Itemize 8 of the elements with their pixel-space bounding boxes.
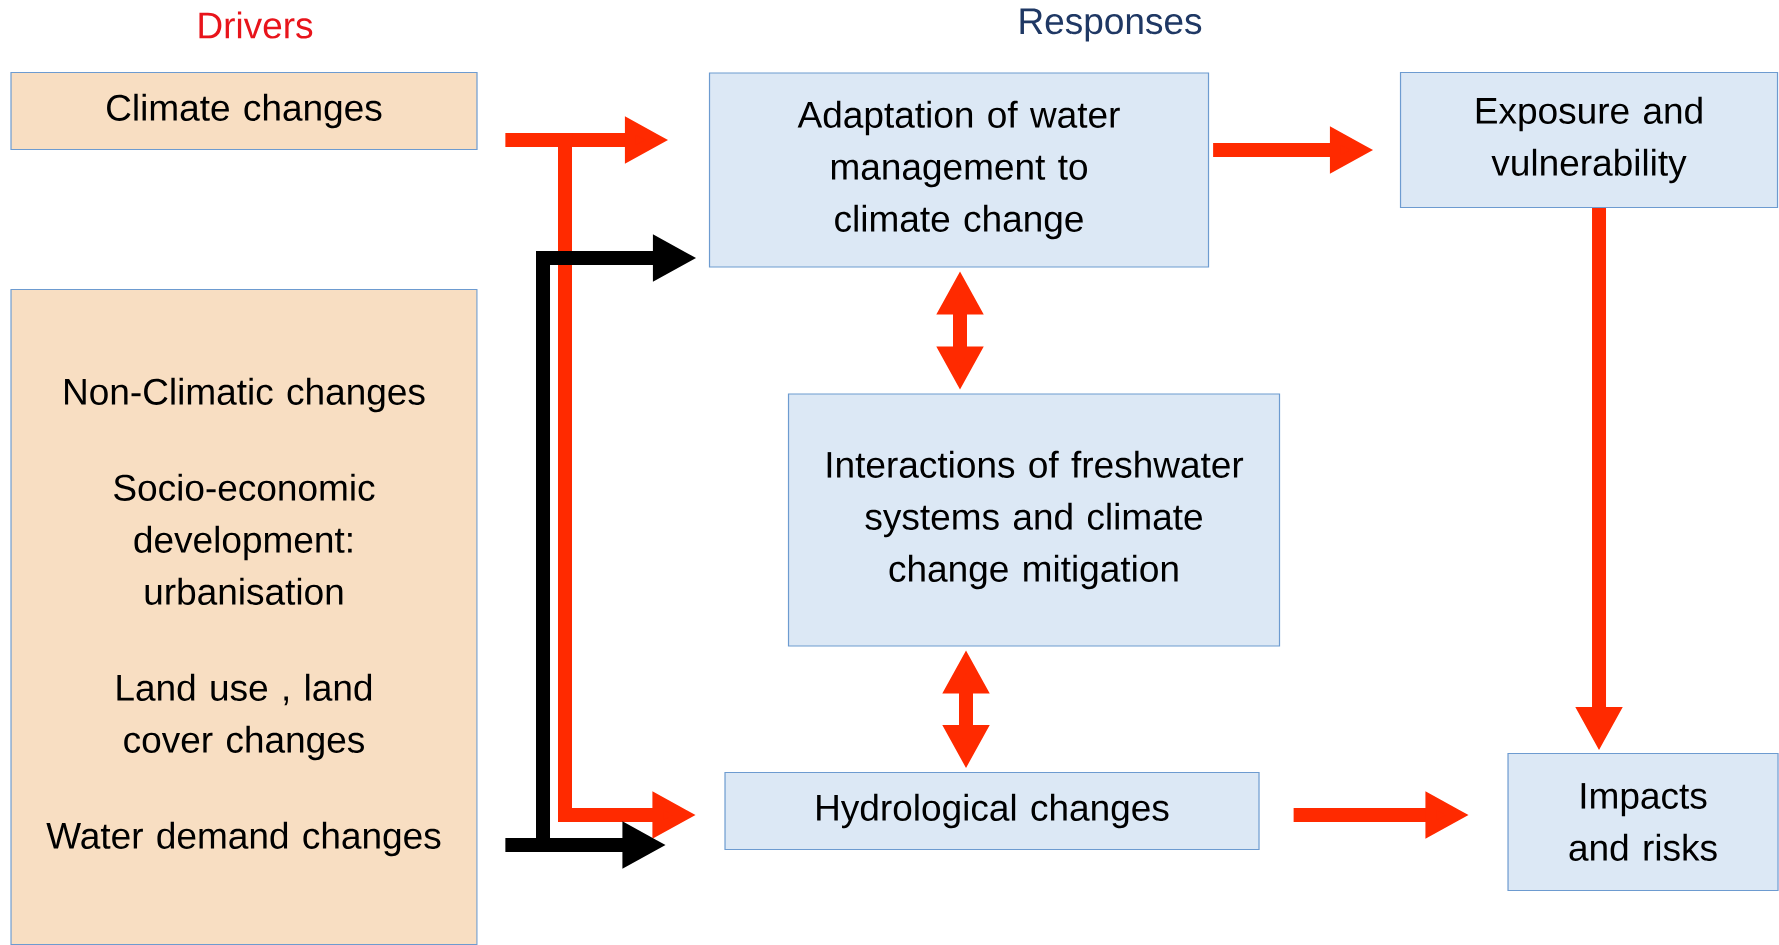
- column-heading: Drivers: [199, 11, 313, 39]
- driver-box: Climate changes: [10, 71, 478, 151]
- process-box: Hydrological changes: [724, 771, 1260, 851]
- process-box: Adaptation of water management to climate change: [708, 72, 1210, 268]
- driver-box: Non-Climatic changes Socio-economic development: urbanisation Land use , land cover changes Water demand changes: [10, 288, 478, 945]
- process-box: Exposure and vulnerability: [1399, 71, 1779, 209]
- process-box: Impacts and risks: [1507, 752, 1779, 892]
- process-box: Interactions of freshwater systems and climate change mitigation: [787, 393, 1281, 647]
